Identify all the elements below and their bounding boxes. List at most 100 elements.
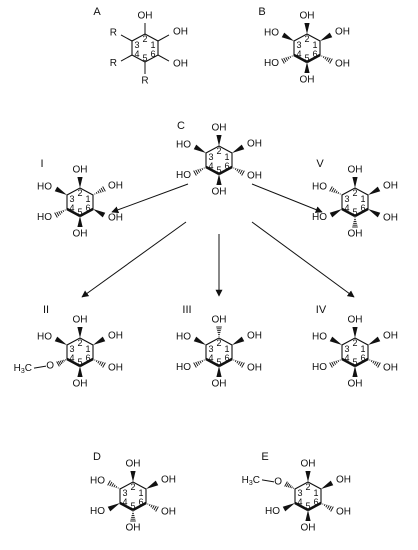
hashed-wedge-bond — [56, 361, 60, 367]
ring-position-2: 2 — [77, 338, 82, 348]
hashed-wedge-bond — [331, 187, 335, 193]
hashed-wedge-bond — [331, 361, 335, 367]
molecule-label-i: I — [40, 158, 43, 170]
hashed-wedge-bond — [95, 359, 98, 363]
hashed-wedge-bond — [374, 361, 377, 365]
methoxy-oxygen: O — [274, 476, 282, 487]
ring-position-3: 3 — [208, 152, 213, 162]
methoxy-bond — [33, 365, 47, 369]
hashed-wedge-bond — [234, 359, 237, 363]
ring-position-3: 3 — [297, 488, 302, 498]
hashed-wedge-bond — [285, 482, 290, 488]
bold-wedge-bond — [193, 336, 206, 345]
hydroxyl-label: OH — [73, 165, 88, 176]
hashed-wedge-bond — [337, 359, 340, 363]
hashed-wedge-bond — [99, 361, 102, 365]
hashed-wedge-bond — [61, 360, 64, 363]
hashed-wedge-bond — [62, 209, 65, 213]
ring-position-1: 1 — [360, 194, 365, 204]
hydroxyl-label: OH — [247, 331, 262, 342]
hashed-wedge-bond — [323, 503, 326, 507]
hydroxyl-label: HO — [176, 170, 191, 181]
hydroxyl-label: OH — [138, 11, 153, 22]
hashed-wedge-bond — [326, 57, 329, 61]
hydroxyl-label: OH — [161, 475, 176, 486]
hydroxyl-label: OH — [336, 506, 351, 517]
hydroxyl-label: OH — [383, 181, 398, 192]
hashed-wedge-bond — [325, 504, 328, 508]
hashed-wedge-bond — [107, 480, 111, 486]
bold-wedge-bond — [193, 144, 206, 153]
hashed-wedge-bond — [102, 186, 106, 192]
hashed-wedge-bond — [236, 360, 239, 364]
ring-position-5: 5 — [77, 207, 82, 217]
hashed-wedge-bond — [329, 58, 333, 64]
bold-wedge-bond — [77, 327, 83, 338]
hydroxyl-label: HO — [90, 475, 105, 486]
bold-wedge-bond — [54, 186, 67, 195]
hydroxyl-label: OH — [348, 379, 363, 390]
ring-position-2: 2 — [216, 146, 221, 156]
bold-ring-bond — [79, 357, 94, 368]
bold-wedge-bond — [93, 209, 106, 218]
hydroxyl-label: HO — [37, 331, 52, 342]
methoxy-oxygen: O — [46, 361, 54, 372]
hashed-wedge-bond — [239, 169, 243, 175]
ring-position-5: 5 — [305, 501, 310, 511]
hashed-wedge-bond — [324, 56, 327, 60]
hydroxyl-label: OH — [212, 123, 227, 134]
hydroxyl-label: OH — [161, 506, 176, 517]
ring-position-3: 3 — [122, 488, 127, 498]
ring-position-6: 6 — [313, 497, 318, 507]
hydroxyl-label: HO — [265, 506, 280, 517]
hydroxyl-label: OH — [348, 229, 363, 240]
hashed-wedge-bond — [201, 359, 204, 363]
bold-ring-bond — [205, 357, 220, 368]
hashed-wedge-bond — [100, 361, 104, 367]
bold-wedge-bond — [304, 62, 310, 73]
bold-wedge-bond — [232, 144, 245, 153]
bold-wedge-bond — [352, 177, 358, 188]
plain-bond — [120, 34, 133, 42]
ring-position-5: 5 — [304, 53, 309, 63]
ring-position-1: 1 — [313, 488, 318, 498]
ring-position-3: 3 — [69, 194, 74, 204]
ring-position-1: 1 — [360, 344, 365, 354]
molecule-label-b: B — [258, 6, 265, 18]
hashed-wedge-bond — [155, 506, 159, 512]
bold-ring-bond — [354, 207, 369, 218]
hashed-wedge-bond — [337, 191, 340, 195]
bold-ring-bond — [294, 501, 309, 512]
hydroxyl-label: HO — [264, 58, 279, 69]
bold-wedge-bond — [130, 471, 136, 482]
r-group-label: R — [110, 58, 117, 69]
hashed-wedge-bond — [199, 360, 202, 364]
hashed-wedge-bond — [289, 485, 292, 488]
ring-position-4: 4 — [208, 353, 213, 363]
ring-position-2: 2 — [352, 188, 357, 198]
hashed-wedge-bond — [152, 505, 155, 509]
ring-position-6: 6 — [150, 49, 155, 59]
hashed-wedge-bond — [153, 505, 157, 511]
ring-position-2: 2 — [305, 482, 310, 492]
bold-ring-bond — [218, 165, 233, 176]
hydroxyl-label: HO — [312, 181, 327, 192]
ring-position-1: 1 — [150, 40, 155, 50]
hashed-wedge-bond — [283, 57, 287, 63]
hashed-wedge-bond — [335, 360, 338, 364]
hashed-wedge-bond — [330, 506, 334, 512]
methoxy-bond — [261, 479, 275, 483]
bold-ring-bond — [307, 501, 322, 512]
hydroxyl-label: OH — [301, 459, 316, 470]
hydroxyl-label: HO — [90, 506, 105, 517]
hydroxyl-label: OH — [301, 523, 316, 534]
ring-position-6: 6 — [312, 49, 317, 59]
ring-position-5: 5 — [352, 207, 357, 217]
hashed-wedge-bond — [329, 186, 333, 192]
bold-wedge-bond — [329, 336, 342, 345]
ring-position-2: 2 — [352, 338, 357, 348]
